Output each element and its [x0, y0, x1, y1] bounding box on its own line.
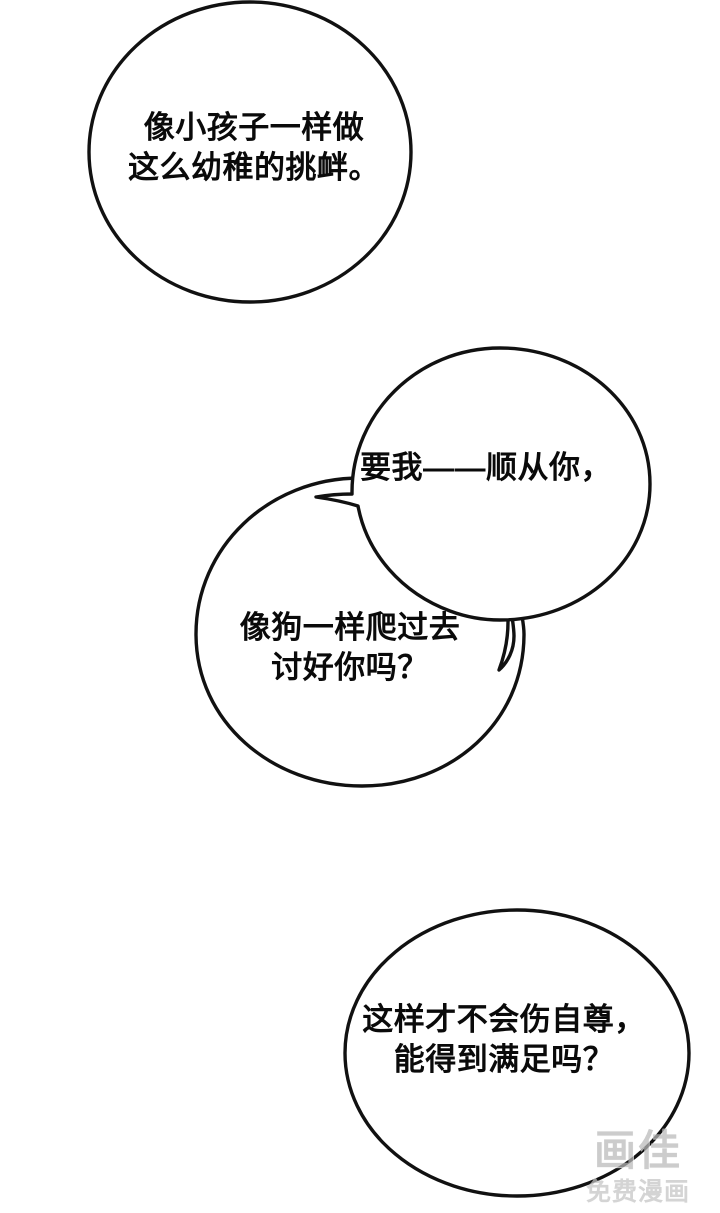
speech-bubble-2-text: 要我——顺从你， — [360, 450, 612, 485]
speech-bubble-1-outline — [87, 0, 413, 304]
watermark-subtitle-text: 免费漫画 — [585, 1177, 690, 1206]
speech-bubble-4-text: 这样才不会伤自尊， 能得到满足吗？ — [362, 1002, 646, 1078]
speech-bubble-2-outline — [314, 346, 652, 622]
speech-bubble-4-outline — [343, 908, 691, 1198]
speech-bubble-3-text: 像狗一样爬过去 讨好你吗？ — [239, 610, 461, 686]
watermark-logo-text: 画佳 — [593, 1126, 682, 1175]
speech-bubble-1-text: 像小孩子一样做 这么幼稚的挑衅。 — [128, 110, 380, 186]
watermark: 画佳 免费漫画 — [562, 1124, 714, 1210]
